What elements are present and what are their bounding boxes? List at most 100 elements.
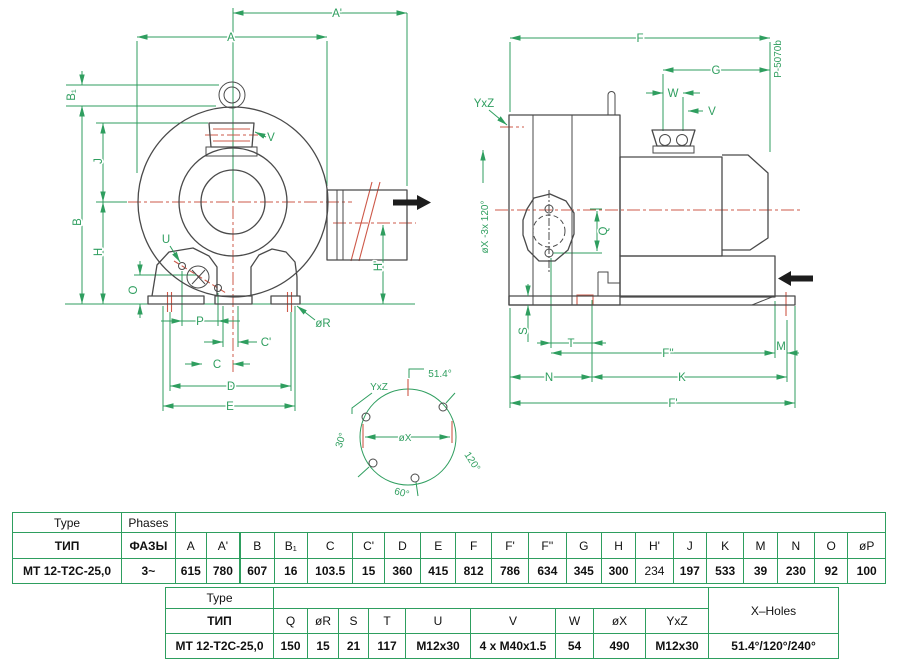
dim-label-d: D — [227, 381, 235, 393]
detail-angle-51: 51.4° — [428, 369, 451, 380]
side-view-centerlines — [495, 126, 800, 316]
dim-label-c-prime: C' — [261, 337, 272, 349]
t1-col-n: N — [776, 532, 816, 559]
dim-label-b1: B₁ — [66, 89, 78, 101]
dim-label-b: B — [72, 218, 84, 226]
dim-label-o: O — [128, 285, 140, 294]
flange-bolt-hole-2 — [214, 284, 222, 292]
t1-val-b: 607 — [238, 558, 275, 584]
cable-gland-left — [659, 134, 671, 146]
inlet-chamber — [619, 255, 776, 298]
t1-col-o: O — [814, 532, 849, 559]
side-view-extension-lines — [509, 42, 796, 408]
t1-val-a: 615 — [174, 558, 207, 584]
dim-label-v-front: V — [267, 132, 275, 144]
t2-empty-header — [272, 587, 710, 609]
t1-val-o: 92 — [814, 558, 849, 584]
t1-val-m: 39 — [743, 558, 778, 584]
t2-val-w: 54 — [555, 633, 594, 659]
t1-val-f-prime: 786 — [490, 558, 530, 584]
front-view-extension-lines — [65, 8, 415, 411]
cable-gland-right — [676, 134, 688, 146]
t1-val-k: 533 — [705, 558, 745, 584]
t1-val-e: 415 — [420, 558, 457, 584]
dimension-table-main: Type Phases ТИП ФАЗЫ A A' B B₁ C C' D E … — [11, 512, 887, 584]
dim-label-j: J — [93, 158, 105, 164]
detail-hole-4 — [410, 473, 420, 483]
dim-label-f-double-prime: F'' — [662, 348, 673, 360]
t1-val-phi-p: 100 — [847, 558, 886, 584]
t1-phases-en: Phases — [121, 512, 176, 533]
bolt-circle-note: øX -3x 120° — [480, 201, 491, 254]
detail-hole-3 — [368, 458, 378, 468]
stud — [607, 91, 616, 115]
t1-col-a: A — [174, 532, 207, 559]
dim-label-phi-r: øR — [315, 318, 330, 330]
technical-drawing: A' A B₁ B J H O P C' C D — [65, 7, 813, 502]
dim-label-q: Q — [598, 226, 610, 235]
lifting-eye-inner — [223, 86, 241, 104]
t2-type-en: Type — [165, 587, 274, 609]
t2-val-u: M12x30 — [405, 633, 471, 659]
t1-type-ru: ТИП — [11, 532, 123, 559]
t1-col-j: J — [672, 532, 707, 559]
t1-model: MT 12-T2C-25,0 — [11, 558, 123, 584]
dimension-table-secondary: Type X–Holes ТИП Q øR S T U V W øX YxZ M… — [165, 587, 840, 659]
t1-val-n: 230 — [776, 558, 816, 584]
t1-col-g: G — [565, 532, 602, 559]
blower-housing-front — [137, 81, 408, 305]
t1-val-h: 300 — [600, 558, 637, 584]
front-view: A' A B₁ B J H O P C' C D — [65, 7, 431, 415]
dim-label-m: M — [776, 341, 786, 353]
housing-ring-circle — [178, 147, 288, 257]
dim-label-k: K — [678, 372, 686, 384]
right-leg — [250, 248, 298, 296]
front-view-centerlines — [128, 128, 416, 372]
t1-col-h: H — [600, 532, 637, 559]
t1-col-b1: B₁ — [273, 532, 308, 559]
t2-val-s: 21 — [338, 633, 369, 659]
t2-val-v: 4 x M40x1.5 — [470, 633, 556, 659]
t1-col-d: D — [383, 532, 422, 559]
outlet-flow-arrow — [393, 195, 431, 210]
t1-col-f: F — [455, 532, 492, 559]
motor-fan-cover — [722, 154, 769, 251]
dim-label-p: P — [196, 316, 204, 328]
dim-label-g: G — [712, 65, 721, 77]
t1-val-c-prime: 15 — [352, 558, 385, 584]
muffler-base — [205, 146, 258, 157]
t2-col-q: Q — [273, 608, 308, 634]
detail-angle-60: 60° — [393, 486, 410, 500]
left-leg — [151, 247, 218, 297]
t2-col-t: T — [368, 608, 406, 634]
t1-val-f: 812 — [455, 558, 492, 584]
t2-col-phi-x: øX — [593, 608, 646, 634]
front-view-dimensions: A' A B₁ B J H O P C' C D — [65, 7, 407, 415]
discharge-port — [326, 189, 408, 261]
t1-type-en: Type — [11, 512, 123, 533]
motor-body — [619, 156, 723, 257]
t1-val-h-prime: 234 — [635, 558, 674, 584]
dim-label-c: C — [213, 359, 221, 371]
t2-val-yxz: M12x30 — [644, 633, 710, 659]
dim-label-f-prime: F' — [668, 398, 677, 410]
t2-val-q: 150 — [273, 633, 308, 659]
blower-housing-side — [508, 91, 796, 306]
foot-section-mark — [576, 294, 594, 305]
side-view-dimensions: F P-5070b G W V Q YxZ øX -3x 120° S T F'… — [472, 32, 799, 412]
t2-model: MT 12-T2C-25,0 — [165, 633, 274, 659]
t1-col-a-prime: A' — [205, 532, 241, 559]
foot-pad-left — [147, 295, 205, 305]
dim-label-u: U — [162, 234, 170, 246]
t2-col-s: S — [338, 608, 369, 634]
dim-label-a: A — [227, 32, 235, 44]
t2-x-holes-header: X–Holes — [708, 587, 840, 634]
t1-col-m: M — [743, 532, 778, 559]
t1-val-c: 103.5 — [306, 558, 354, 584]
dim-label-n: N — [545, 372, 553, 384]
t1-val-a-prime: 780 — [205, 558, 241, 584]
detail-angle-120: 120° — [461, 450, 481, 473]
dim-label-phi-x: øX — [399, 433, 412, 444]
t1-col-b: B — [238, 532, 275, 559]
t1-val-g: 345 — [565, 558, 602, 584]
